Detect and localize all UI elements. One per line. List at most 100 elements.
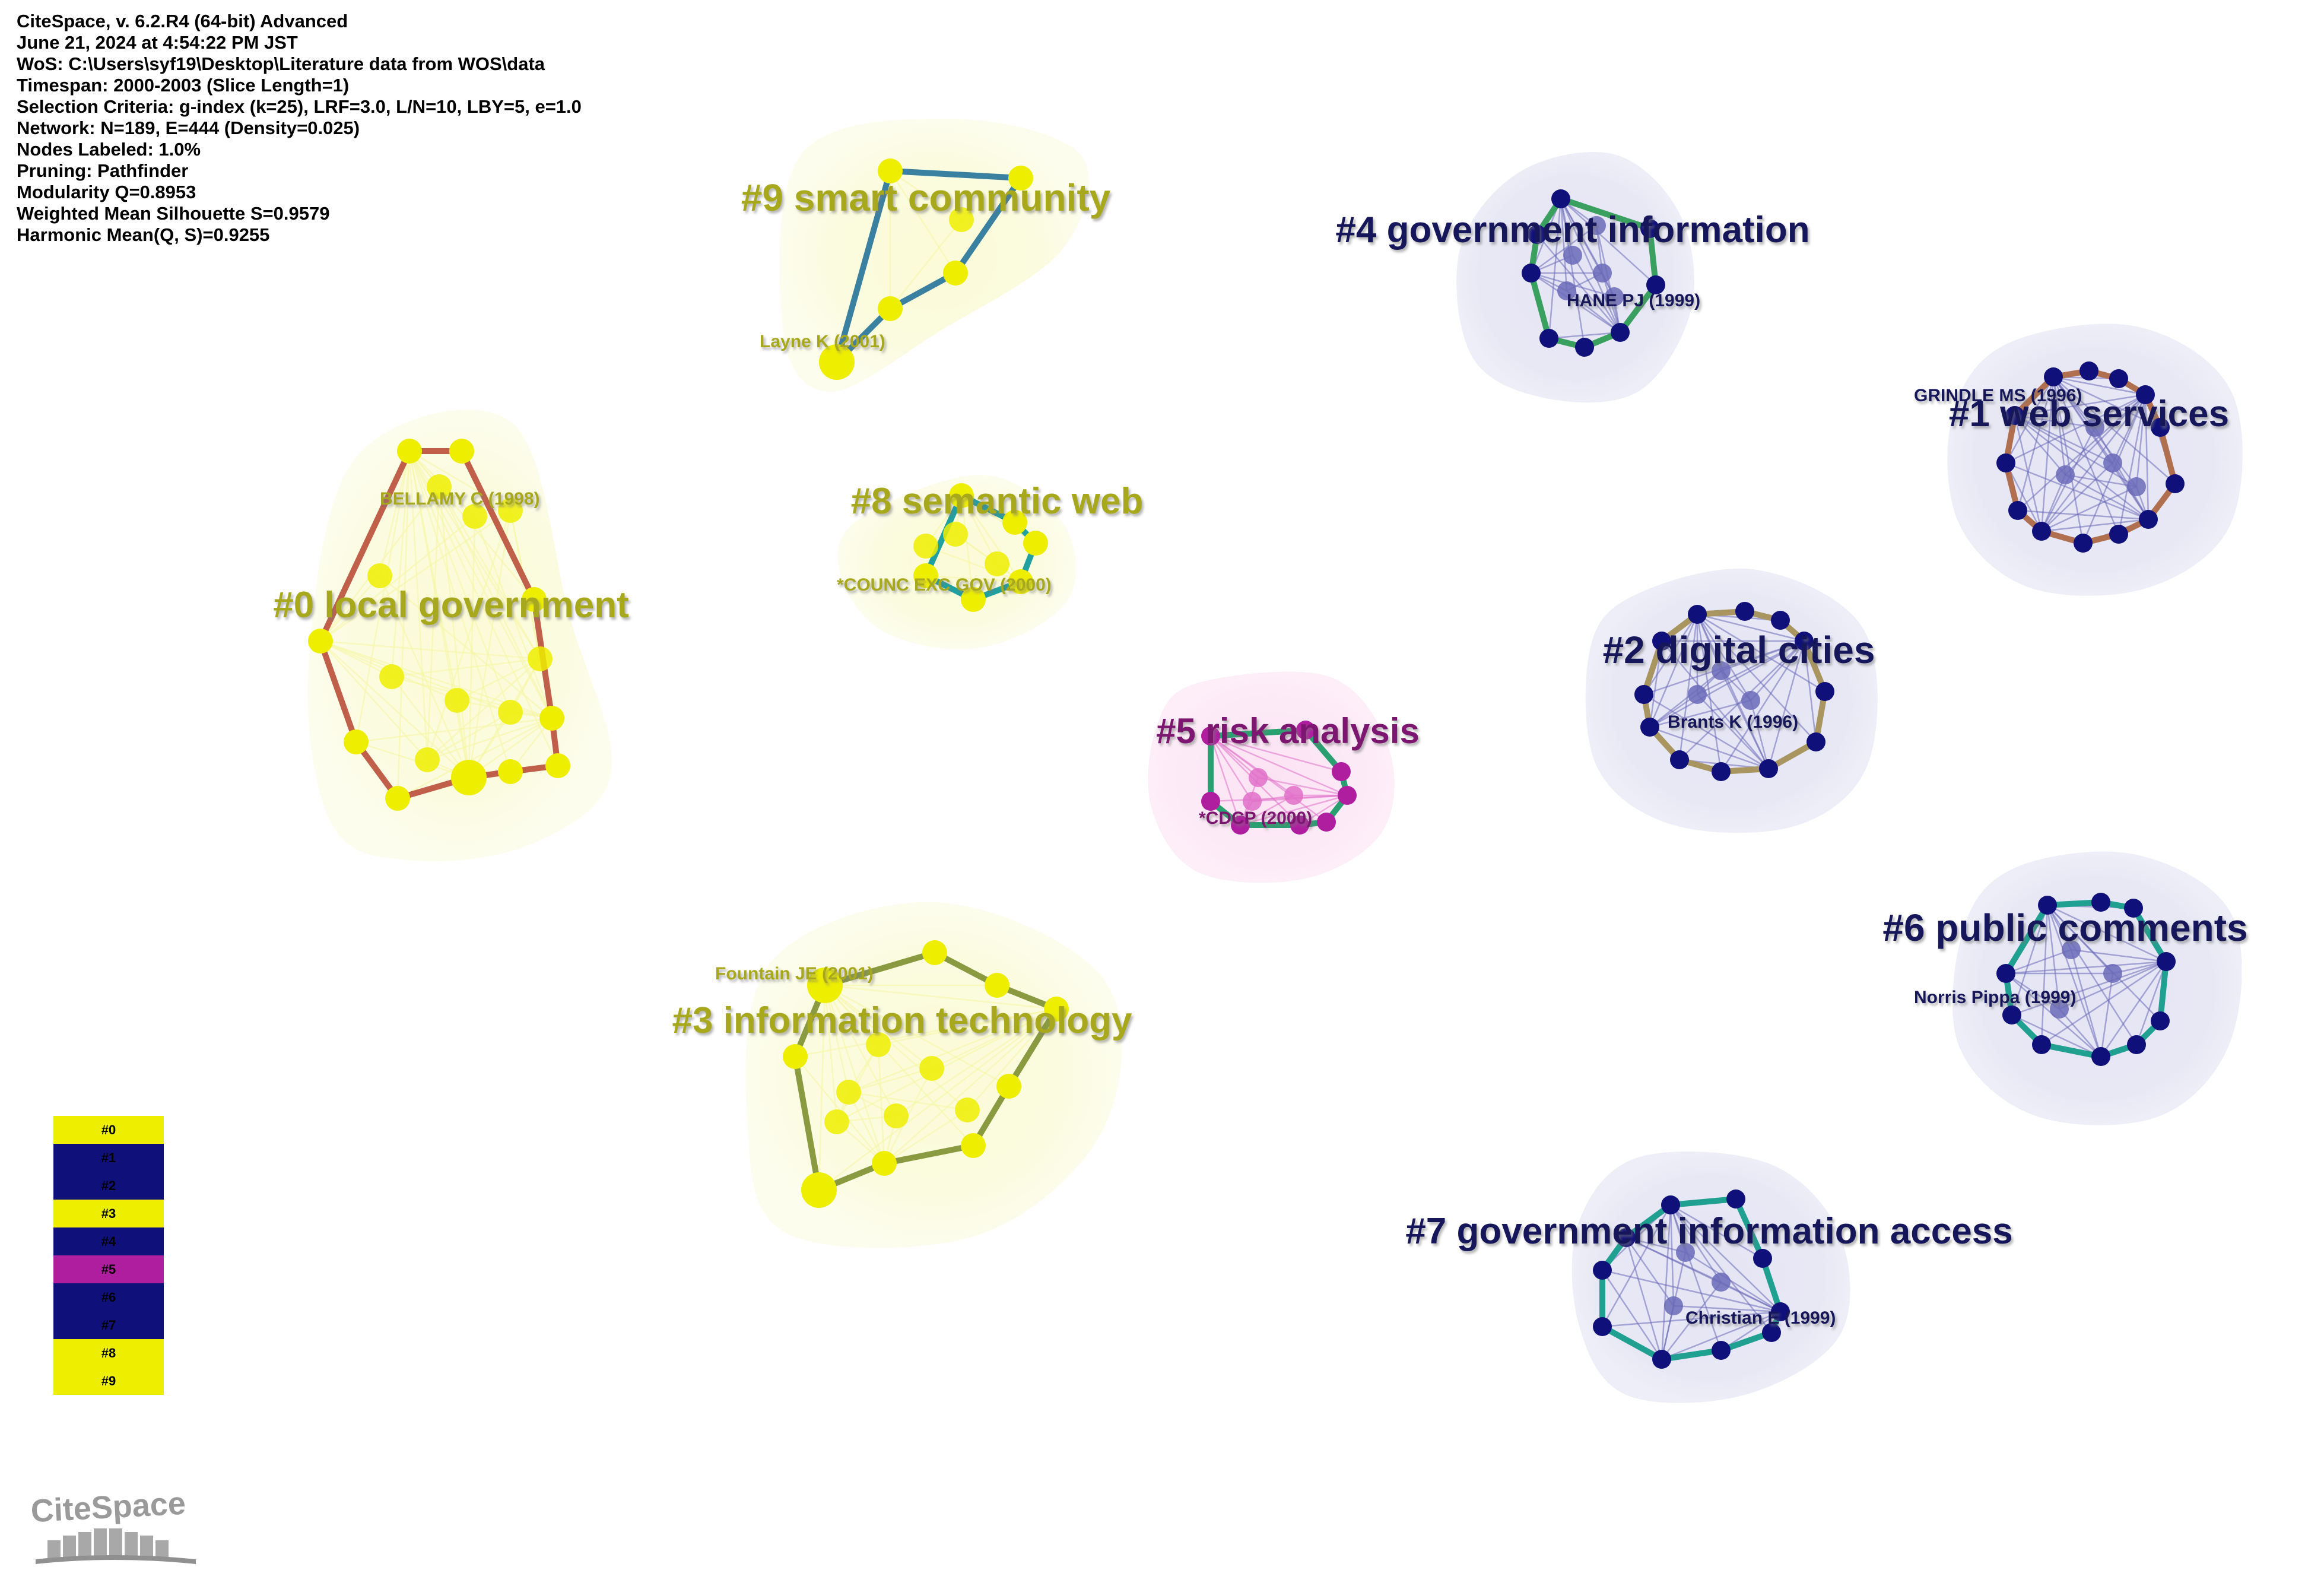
node[interactable] — [878, 296, 903, 321]
legend-item-0[interactable]: #0 — [53, 1116, 164, 1144]
cluster-3[interactable]: Fountain JE (2001) — [715, 940, 1069, 1208]
node[interactable] — [344, 729, 369, 754]
node[interactable] — [1670, 750, 1689, 769]
node[interactable] — [913, 563, 938, 588]
node[interactable] — [1712, 762, 1731, 781]
cluster-9-label[interactable]: #9 smart community — [741, 176, 1111, 219]
legend-item-1[interactable]: #1 — [53, 1144, 164, 1172]
node[interactable] — [1284, 786, 1303, 805]
node[interactable] — [1249, 768, 1268, 787]
cluster-3-label[interactable]: #3 information technology — [672, 1000, 1132, 1041]
node[interactable] — [2032, 1035, 2051, 1054]
legend-item-3[interactable]: #3 — [53, 1200, 164, 1227]
node[interactable] — [379, 664, 404, 689]
node[interactable] — [996, 1074, 1021, 1099]
node[interactable] — [1008, 166, 1033, 191]
node[interactable] — [1640, 718, 1659, 737]
node[interactable] — [451, 760, 487, 795]
node[interactable] — [1201, 792, 1220, 811]
node[interactable] — [1551, 189, 1570, 208]
node[interactable] — [943, 522, 968, 547]
node[interactable] — [955, 1097, 980, 1122]
node[interactable] — [1587, 216, 1606, 235]
node[interactable] — [2157, 952, 2176, 971]
node[interactable] — [1605, 287, 1624, 306]
node[interactable] — [985, 973, 1009, 998]
node[interactable] — [2074, 534, 2093, 553]
node[interactable] — [522, 587, 547, 612]
node[interactable] — [943, 261, 968, 286]
node[interactable] — [498, 759, 523, 784]
node[interactable] — [1290, 816, 1309, 835]
node[interactable] — [1231, 816, 1250, 835]
node[interactable] — [2044, 367, 2063, 386]
node[interactable] — [2124, 899, 2143, 918]
node[interactable] — [2079, 361, 2098, 380]
node[interactable] — [961, 1133, 986, 1158]
cluster-9[interactable]: Layne K (2001) — [760, 158, 1033, 380]
cluster-6-label[interactable]: #6 public comments — [1882, 906, 2247, 949]
cluster-1-label[interactable]: #1 web services — [1949, 394, 2229, 434]
node[interactable] — [2002, 1005, 2021, 1024]
node[interactable] — [1332, 762, 1351, 781]
cluster-8-label[interactable]: #8 semantic web — [851, 481, 1144, 522]
legend-item-9[interactable]: #9 — [53, 1367, 164, 1395]
legend-item-8[interactable]: #8 — [53, 1339, 164, 1367]
node[interactable] — [2005, 406, 2024, 425]
node[interactable] — [1557, 281, 1576, 300]
node[interactable] — [1795, 632, 1814, 651]
node[interactable] — [2166, 474, 2185, 493]
node[interactable] — [949, 207, 974, 232]
node[interactable] — [2127, 1035, 2146, 1054]
node[interactable] — [1044, 997, 1069, 1022]
node[interactable] — [783, 1044, 808, 1069]
legend-item-7[interactable]: #7 — [53, 1311, 164, 1339]
cluster-7[interactable]: Christian E (1999) — [1593, 1190, 1836, 1369]
node[interactable] — [1762, 1323, 1781, 1342]
node[interactable] — [1771, 611, 1790, 630]
node[interactable] — [1996, 453, 2015, 472]
node[interactable] — [427, 474, 452, 499]
node[interactable] — [1296, 721, 1315, 740]
node[interactable] — [1759, 759, 1778, 778]
node[interactable] — [922, 940, 947, 965]
node[interactable] — [449, 439, 474, 464]
node[interactable] — [1522, 264, 1541, 283]
node[interactable] — [1676, 1243, 1695, 1262]
cluster-4-label[interactable]: #4 government information — [1335, 210, 1809, 250]
node[interactable] — [415, 747, 440, 772]
node[interactable] — [1661, 1195, 1680, 1214]
node[interactable] — [1634, 685, 1653, 704]
node[interactable] — [1735, 602, 1754, 621]
cluster-4[interactable]: HANE PJ (1999) — [1522, 189, 1700, 357]
node[interactable] — [2038, 896, 2057, 915]
node[interactable] — [2062, 940, 2081, 959]
node[interactable] — [2151, 1011, 2170, 1030]
cluster-0[interactable]: BELLAMY C (1998) — [308, 439, 570, 811]
node[interactable] — [1008, 569, 1033, 594]
node[interactable] — [1317, 813, 1336, 832]
node[interactable] — [367, 563, 392, 588]
node[interactable] — [824, 1109, 849, 1134]
cluster-0-label[interactable]: #0 local government — [273, 585, 629, 626]
node[interactable] — [913, 534, 938, 559]
legend-item-2[interactable]: #2 — [53, 1172, 164, 1200]
node[interactable] — [801, 1172, 837, 1208]
node[interactable] — [2091, 1047, 2110, 1066]
legend-item-6[interactable]: #6 — [53, 1283, 164, 1311]
cluster-7-label[interactable]: #7 government information access — [1405, 1211, 2012, 1252]
node[interactable] — [1652, 1350, 1671, 1369]
node[interactable] — [1201, 727, 1220, 746]
node[interactable] — [1664, 1296, 1683, 1315]
node[interactable] — [1712, 661, 1731, 680]
node[interactable] — [1771, 1302, 1790, 1321]
node[interactable] — [1640, 219, 1659, 238]
node[interactable] — [1815, 682, 1834, 701]
node[interactable] — [545, 753, 570, 778]
node[interactable] — [985, 551, 1009, 576]
node[interactable] — [539, 706, 564, 731]
node[interactable] — [2056, 465, 2075, 484]
node[interactable] — [1753, 1249, 1772, 1268]
node[interactable] — [2109, 525, 2128, 544]
